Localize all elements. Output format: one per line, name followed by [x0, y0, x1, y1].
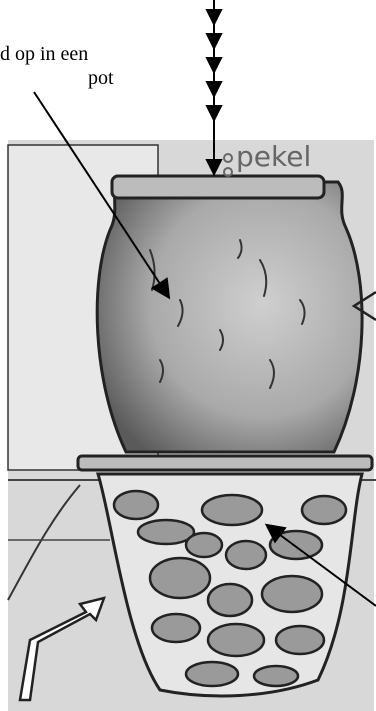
stone	[152, 614, 200, 642]
stone	[254, 666, 298, 686]
stone	[270, 531, 322, 559]
stone	[202, 495, 262, 525]
stone	[208, 584, 252, 616]
stone-slab	[78, 456, 372, 470]
stone	[302, 496, 346, 524]
pot-label: pekel	[236, 140, 311, 173]
stone	[150, 558, 210, 598]
stone	[114, 491, 158, 519]
stone	[208, 624, 264, 656]
stone	[226, 541, 266, 569]
stone	[262, 576, 322, 612]
stone	[138, 520, 194, 544]
stone	[276, 626, 324, 654]
stone	[186, 533, 222, 557]
pot	[97, 176, 362, 452]
stone	[186, 662, 238, 686]
